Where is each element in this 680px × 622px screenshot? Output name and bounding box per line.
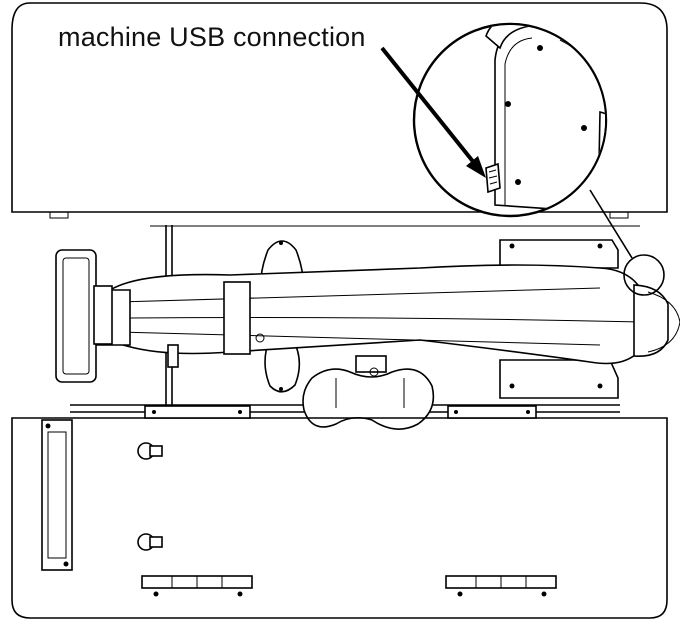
magnifier-connector-line [589, 189, 633, 259]
handlebar-controller [55, 249, 113, 383]
magnifier-circle [412, 22, 608, 218]
sewing-machine-arm [95, 264, 680, 368]
callout-arrow [380, 46, 486, 178]
top-table-panel [11, 2, 668, 219]
hoop-plate [302, 355, 435, 430]
callout-label: machine USB connection [58, 22, 366, 52]
usb-port-icon [485, 162, 501, 194]
bottom-table-panel [11, 405, 668, 619]
right-bracket [499, 239, 619, 399]
usb-port-marker-circle [623, 254, 665, 296]
